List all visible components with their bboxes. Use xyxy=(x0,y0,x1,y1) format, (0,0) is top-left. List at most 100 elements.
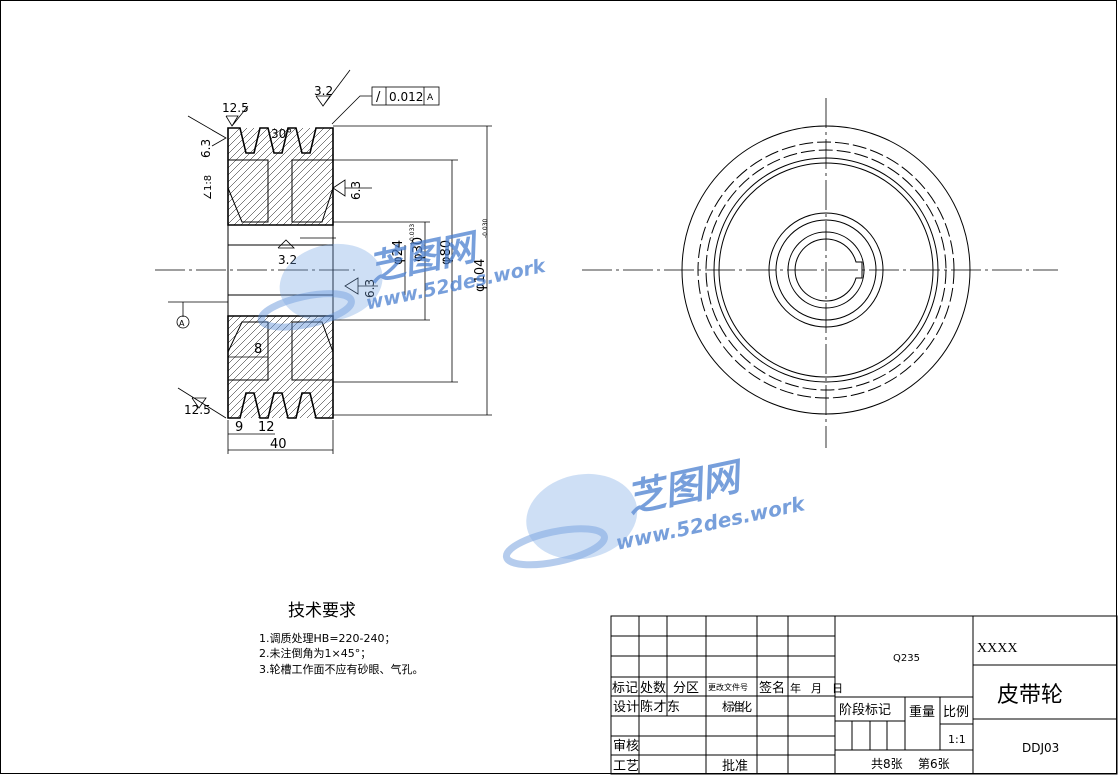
dim-groove-diameter: φ80 xyxy=(439,240,454,265)
roughness-symbol: 12.5 xyxy=(177,387,227,419)
tb-designer: 陈才东 xyxy=(640,699,680,715)
hatch-line xyxy=(228,128,333,418)
hatch-line xyxy=(228,128,333,418)
hatch-line xyxy=(228,128,256,418)
hatch-line xyxy=(551,120,871,440)
hatch-line xyxy=(621,120,941,440)
tb-scale: 1:1 xyxy=(948,733,966,746)
hub-outline xyxy=(227,225,334,316)
hatch-line xyxy=(228,128,326,418)
roughness-symbol: 6.3 xyxy=(344,277,378,298)
lower-rim-outline xyxy=(227,315,334,419)
tb-header: 标记 xyxy=(612,681,638,696)
tb-standardize: 标准化 xyxy=(722,700,752,714)
hatch-line xyxy=(228,128,333,418)
hatch-line xyxy=(228,128,319,418)
hub-outer-circle xyxy=(768,212,884,328)
roughness-value: 12.5 xyxy=(222,101,249,115)
tb-approve: 批准 xyxy=(722,759,748,774)
hatch-line xyxy=(228,128,333,418)
hatch-line xyxy=(530,120,850,440)
hatch-line xyxy=(228,128,312,418)
outer-circle xyxy=(681,125,971,415)
tb-weight: 重量 xyxy=(909,704,935,720)
hatch-line xyxy=(228,128,298,418)
tb-header: 日 xyxy=(832,682,843,695)
dim-key-width: 8 xyxy=(254,342,262,357)
datum-label: A xyxy=(179,319,185,328)
hatch-line xyxy=(228,128,333,418)
hatch-line xyxy=(228,128,333,418)
tb-header: 年 xyxy=(790,681,801,695)
roughness-symbol: 6.3 xyxy=(187,115,227,158)
hatch-line xyxy=(228,128,333,418)
hatch-line xyxy=(228,128,333,418)
hatch-line xyxy=(572,120,892,440)
hatch-line xyxy=(488,120,808,440)
hatch-line xyxy=(228,128,333,418)
watermark-upper: 芝图网 www.52des.work xyxy=(257,226,549,331)
hatch-line xyxy=(607,120,927,440)
lower-groove xyxy=(227,321,269,381)
roughness-symbol: 12.5 xyxy=(222,101,249,127)
roughness-value: 6.3 xyxy=(199,139,213,158)
hatch-line xyxy=(235,128,333,418)
dim-hub-tol: +0.033 xyxy=(409,224,416,246)
tolerance-datum: A xyxy=(427,93,434,103)
tech-req-item: 1.调质处理HB=220-240； xyxy=(259,632,396,645)
roughness-value: 6.3 xyxy=(349,181,363,200)
roughness-value: 3.2 xyxy=(314,84,333,98)
tb-stage-mark: 阶段标记 xyxy=(839,703,891,718)
hatch-line xyxy=(277,128,333,418)
datum-symbol: A xyxy=(168,301,228,329)
bore-with-keyway xyxy=(794,238,863,302)
tb-header: 签名 xyxy=(759,680,785,696)
dim-slope: ∠1:8 xyxy=(203,175,214,200)
roughness-value: 12.5 xyxy=(184,403,211,417)
hatch-line xyxy=(228,128,305,418)
watermark-lower: 芝图网 www.52des.work xyxy=(502,454,808,569)
hatch-line xyxy=(558,120,878,440)
roughness-symbol: 3.2 xyxy=(314,69,351,107)
hatch-line xyxy=(579,120,899,440)
side-view xyxy=(582,98,1058,448)
hatch-line xyxy=(228,128,333,418)
title-block: 标记 处数 分区 更改文件号 签名 年 月 日 设计 陈才东 标准化 审核 工艺… xyxy=(610,615,1118,775)
technical-requirements: 技术要求 1.调质处理HB=220-240； 2.未注倒角为1×45°； 3.轮… xyxy=(259,601,424,676)
hatch-line xyxy=(228,128,333,418)
hatch-line xyxy=(228,128,333,418)
hatch-line xyxy=(228,128,333,418)
hatch-line xyxy=(228,128,291,418)
groove-circle-dashed-inner xyxy=(705,149,947,391)
dim-hub-diameter: φ30 xyxy=(411,237,426,262)
hatch-line xyxy=(509,120,829,440)
hatch-line xyxy=(495,120,815,440)
tb-header: 更改文件号 xyxy=(708,682,748,692)
tb-part-name: 皮带轮 xyxy=(997,683,1063,708)
tb-header: 月 xyxy=(811,682,822,695)
hatch-line xyxy=(228,128,333,418)
hatch-line xyxy=(614,120,934,440)
lower-groove-right xyxy=(291,321,334,381)
tech-req-item: 2.未注倒角为1×45°； xyxy=(259,646,371,660)
hatch-line xyxy=(228,128,284,418)
hatch-line xyxy=(537,120,857,440)
tech-req-item: 3.轮槽工作面不应有砂眼、气孔。 xyxy=(259,662,424,676)
groove-circle-dashed xyxy=(697,141,955,399)
hatch-line xyxy=(270,128,333,418)
hatch-line xyxy=(228,128,333,418)
hatch-line xyxy=(502,120,822,440)
hub-chamfer-circle xyxy=(787,231,865,309)
tolerance-value: 0.012 xyxy=(389,90,423,104)
hub-circle xyxy=(775,219,877,321)
hatch-line xyxy=(593,120,913,440)
dim-bore-diameter: φ24 xyxy=(391,240,406,265)
hatch-line xyxy=(263,128,333,418)
hatch-line xyxy=(228,128,277,418)
upper-groove xyxy=(227,159,269,223)
tb-company: XXXX xyxy=(977,641,1017,656)
roughness-symbol: 3.2 xyxy=(277,237,336,267)
tb-sheets-total: 共8张 xyxy=(871,757,903,771)
roughness-value: 3.2 xyxy=(278,253,297,267)
